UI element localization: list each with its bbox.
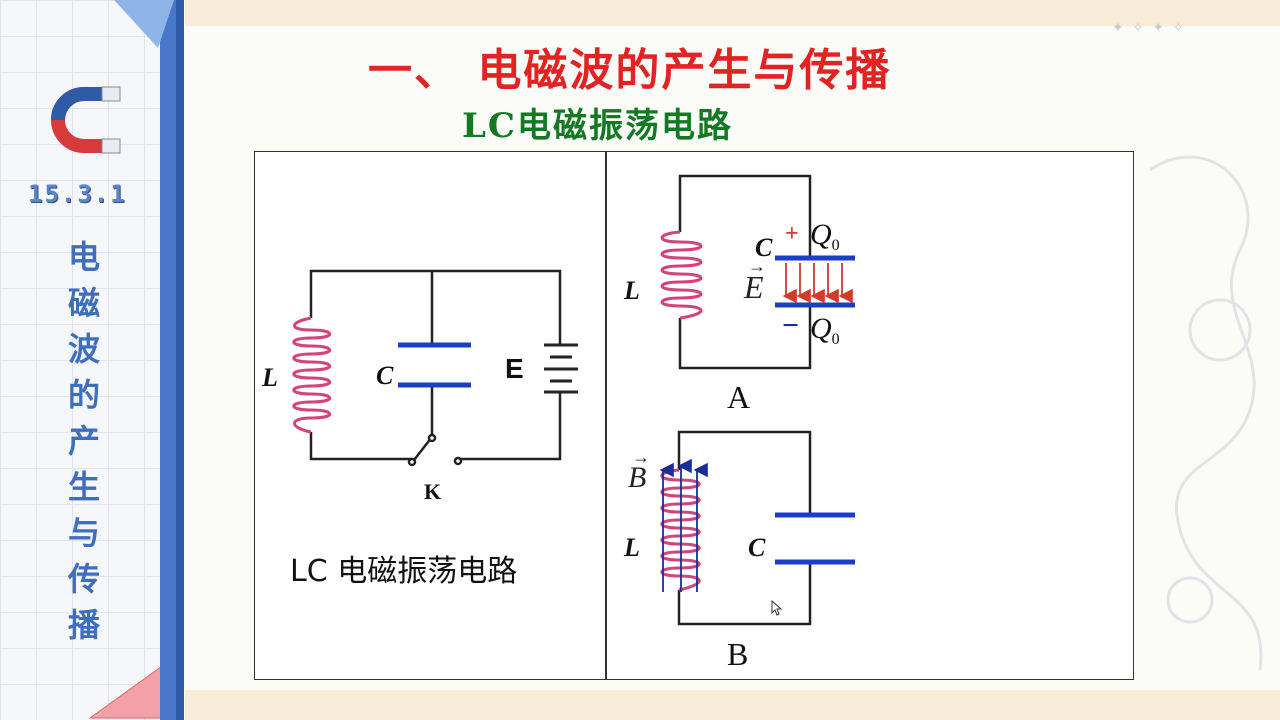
top-triangle-decoration [114,0,174,48]
page-subtitle: LC电磁振荡电路 [462,106,733,146]
diagram-frame [254,151,1134,680]
vertical-title-char: 磁 [67,284,100,322]
vertical-title-char: 产 [67,422,100,460]
watermark-logo: ✦ ✧ ✦ ✧ [1112,20,1187,36]
left-panel: 15.3.1 电 磁 波 的 产 生 与 传 播 [0,0,177,720]
page-title: 一、 电磁波的产生与传播 [368,45,892,96]
vertical-title-char: 的 [67,376,100,414]
magnet-icon [51,86,121,154]
vertical-title-char: 传 [67,560,100,598]
bottom-band [185,690,1280,720]
vertical-title-char: 播 [67,606,100,644]
mouse-pointer-icon [771,600,783,616]
swirl-decoration [1149,155,1263,671]
vertical-title-char: 生 [67,468,100,506]
diagram-divider [605,151,607,680]
side-bar-shade [176,0,184,720]
vertical-title-char: 与 [67,514,100,552]
vertical-title-char: 波 [67,330,100,368]
lesson-code: 15.3.1 [28,180,127,208]
vertical-title-char: 电 [67,238,100,276]
top-band [185,0,1280,26]
vertical-title: 电 磁 波 的 产 生 与 传 播 [64,234,104,648]
